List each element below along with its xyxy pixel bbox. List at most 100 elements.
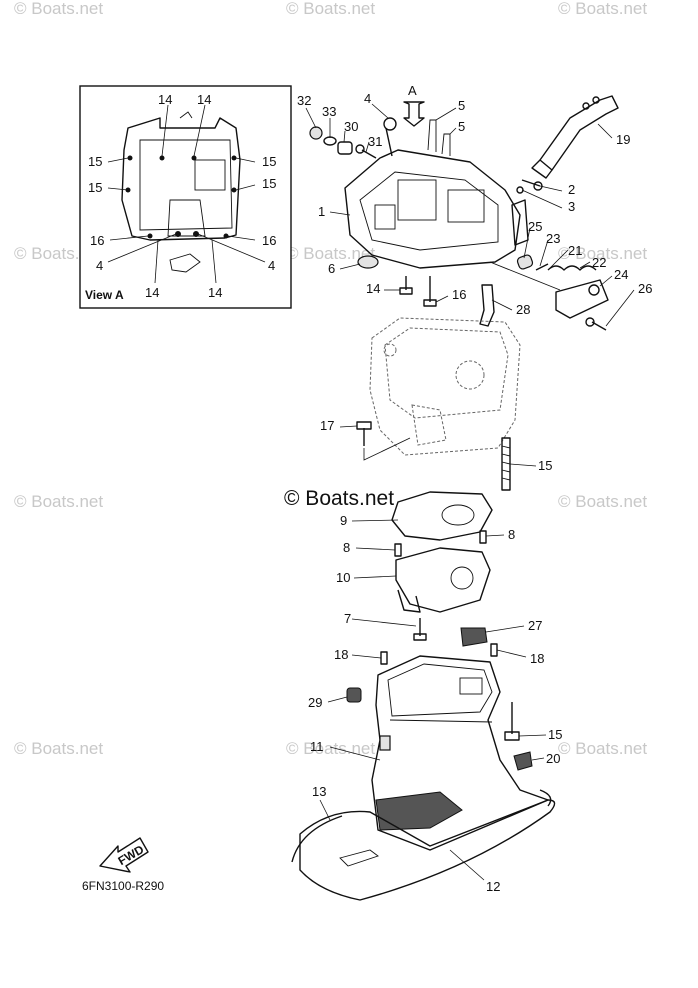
- callout: A: [408, 83, 417, 98]
- watermark: © Boats.net: [14, 739, 103, 758]
- view-a-frame: [79, 85, 292, 309]
- view-a-title: View A: [85, 288, 124, 302]
- callout: 17: [320, 418, 334, 433]
- small-parts-top-left: [309, 126, 377, 159]
- grommet: [357, 255, 379, 269]
- gasket-port: [441, 504, 475, 526]
- seal-strip: [291, 815, 343, 863]
- dowel-pin: [441, 133, 451, 156]
- callout: 28: [516, 302, 530, 317]
- clip: [513, 751, 533, 771]
- o-ring: [323, 136, 337, 146]
- bolt-head: [383, 117, 397, 131]
- dowel-pin: [427, 119, 437, 152]
- oil-pan-inner: [384, 327, 509, 419]
- upper-case-top-view: [121, 117, 241, 241]
- watermark: © Boats.net: [286, 0, 375, 18]
- upper-case-pocket: [397, 179, 437, 221]
- callout: 9: [340, 513, 347, 528]
- fwd-arrow-icon: [99, 837, 149, 873]
- gasket-9: [391, 491, 493, 541]
- callout: 11: [310, 739, 324, 754]
- pipe: [539, 95, 619, 171]
- upper-case-window: [194, 159, 226, 191]
- bolt-7: [413, 618, 427, 641]
- upper-case-pocket: [447, 189, 485, 223]
- bolt-head: [355, 144, 365, 154]
- bolt-hole: [191, 155, 197, 161]
- callout: 23: [546, 231, 560, 246]
- pin: [535, 263, 549, 271]
- bolt: [385, 127, 393, 157]
- watermark: © Boats.net: [558, 739, 647, 758]
- spring: [547, 265, 597, 271]
- watermark: © Boats.net: [558, 0, 647, 18]
- callout: 10: [336, 570, 350, 585]
- callout: 13: [312, 784, 326, 799]
- exhaust-housing: [371, 655, 549, 851]
- callout: 5: [458, 98, 465, 113]
- bottom-cover-body: [299, 799, 556, 901]
- mount-plate: [395, 547, 491, 613]
- housing-opening: [459, 677, 483, 695]
- fwd-indicator: FWD: [99, 837, 149, 873]
- pipe-fitting: [592, 96, 600, 104]
- view-a-callout: 16: [262, 233, 276, 248]
- callout: 27: [528, 618, 542, 633]
- upper-case-channel: [167, 199, 206, 237]
- view-a-callout: 15: [88, 180, 102, 195]
- bolt-15-right: [504, 702, 520, 741]
- dowel-pin: [380, 651, 388, 665]
- upper-case-pocket: [374, 204, 396, 230]
- seal-strip: [539, 789, 552, 807]
- housing-clip: [379, 735, 391, 751]
- bracket-hole: [588, 284, 600, 296]
- stud-15: [501, 437, 511, 491]
- stud-thread: [501, 445, 511, 481]
- callout: 8: [508, 527, 515, 542]
- upper-case-inner: [139, 139, 233, 231]
- callout: 4: [364, 91, 371, 106]
- linkage-rod: [489, 261, 561, 291]
- housing-top: [387, 663, 493, 717]
- bolt: [521, 179, 541, 187]
- callout: 32: [297, 93, 311, 108]
- bolt-hole: [175, 231, 181, 237]
- view-a-callout: 15: [88, 154, 102, 169]
- collar: [337, 141, 353, 155]
- bolt-hole: [159, 155, 165, 161]
- callout: 30: [344, 119, 358, 134]
- oil-pan-port: [383, 343, 397, 357]
- leader: [363, 437, 411, 461]
- bolt-hole: [147, 233, 153, 239]
- view-a-inset: 14 14 15 15 15 15 16 16 4 4 14 14 View A: [79, 85, 292, 309]
- pipe-assembly: [531, 95, 619, 179]
- upper-case-assembly: [344, 117, 529, 269]
- nut: [309, 126, 323, 140]
- watermark-main: © Boats.net: [284, 487, 394, 510]
- oil-pan-outline: [369, 317, 521, 456]
- callout: 7: [344, 611, 351, 626]
- callout: 22: [592, 255, 606, 270]
- callout: 15: [538, 458, 552, 473]
- bolt-head: [399, 287, 413, 295]
- callout: 18: [334, 647, 348, 662]
- bolt-hole: [231, 187, 237, 193]
- pipe-end: [531, 159, 553, 179]
- plate-port: [450, 566, 474, 590]
- bolt-head: [413, 633, 427, 641]
- plate-spout: [397, 589, 421, 613]
- bottom-cover-slot: [339, 849, 379, 867]
- bolt-head: [356, 421, 372, 430]
- view-a-callout: 15: [262, 176, 276, 191]
- watermark: © Boats.net: [14, 492, 103, 511]
- upper-case-lug: [179, 111, 193, 119]
- drawing-number: 6FN3100-R290: [82, 879, 164, 893]
- dowel-pin: [394, 543, 402, 557]
- watermark: © Boats.net: [14, 0, 103, 18]
- bolt-17: [356, 421, 411, 461]
- callout: 19: [616, 132, 630, 147]
- view-a-callout: 16: [90, 233, 104, 248]
- bolt-hole: [223, 233, 229, 239]
- view-a-callout: 15: [262, 154, 276, 169]
